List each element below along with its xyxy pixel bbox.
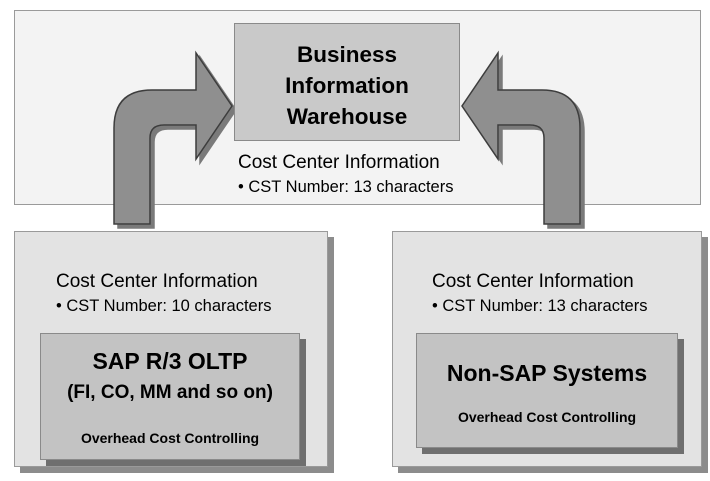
bw-info-title: Cost Center Information (238, 152, 440, 173)
nonsap-component-label: Overhead Cost Controlling (457, 409, 637, 425)
nonsap-system-box: Non-SAP Systems Overhead Cost Controllin… (416, 333, 678, 448)
bw-title-line: Business (296, 42, 398, 67)
bw-title-line: Information (285, 73, 409, 98)
sap-system-box: SAP R/3 OLTP (FI, CO, MM and so on) Over… (40, 333, 300, 460)
nonsap-info-title: Cost Center Information (432, 271, 634, 292)
bw-info-sub: • CST Number: 13 characters (238, 178, 454, 196)
bw-title-line: Warehouse (286, 104, 408, 129)
sap-system-name: SAP R/3 OLTP (92, 348, 248, 374)
sap-component-label: Overhead Cost Controlling (80, 430, 260, 446)
sap-system-modules: (FI, CO, MM and so on) (67, 382, 273, 403)
arrow-nonsap-to-bw (461, 50, 581, 225)
bw-box: Business Information Warehouse (234, 23, 460, 141)
nonsap-info-sub: • CST Number: 13 characters (432, 297, 648, 315)
sap-info-title: Cost Center Information (56, 271, 258, 292)
nonsap-system-name: Non-SAP Systems (446, 360, 648, 386)
sap-info-sub: • CST Number: 10 characters (56, 297, 272, 315)
arrow-sap-to-bw (113, 50, 233, 225)
